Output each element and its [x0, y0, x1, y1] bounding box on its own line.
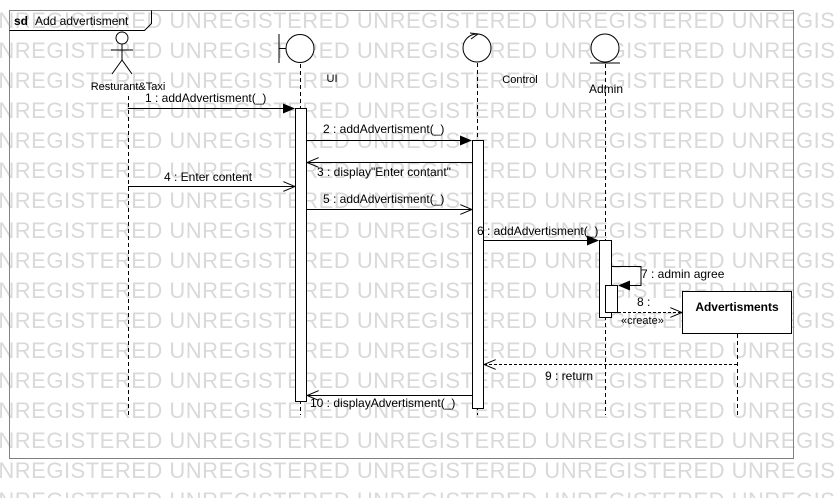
message-9-label: 9 : return [545, 369, 593, 383]
watermark-row: UNREGISTERED UNREGISTERED UNREGISTERED U… [0, 338, 834, 363]
message-3-label: 3 : display"Enter contant" [317, 165, 451, 179]
message-7-label: 7 : admin agree [641, 267, 725, 281]
watermark-row: UNREGISTERED UNREGISTERED UNREGISTERED U… [0, 218, 834, 243]
boundary-icon [278, 34, 315, 63]
message-5-label: 5 : addAdvertisment(_) [323, 192, 444, 206]
lifeline-name-advertisments: Advertisments [695, 300, 779, 314]
message-6-label: 6 : addAdvertisment(_) [477, 224, 598, 238]
activation-control [472, 140, 484, 409]
message-8-stereotype: «create» [621, 315, 664, 327]
entity-icon [590, 33, 620, 64]
watermark-row: UNREGISTERED UNREGISTERED UNREGISTERED U… [0, 458, 834, 483]
watermark-row: UNREGISTERED UNREGISTERED UNREGISTERED U… [0, 188, 834, 213]
message-2-label: 2 : addAdvertisment(_) [323, 122, 444, 136]
object-box-advertisments: Advertisments [682, 291, 792, 334]
sd-frame: sd Add advertisment [9, 10, 794, 459]
watermark-row: UNREGISTERED UNREGISTERED UNREGISTERED U… [0, 308, 834, 333]
activation-ui [295, 108, 307, 402]
actor-icon [111, 31, 133, 75]
message-4-label: 4 : Enter content [164, 170, 253, 184]
watermark-row: UNREGISTERED UNREGISTERED UNREGISTERED U… [0, 38, 834, 63]
message-1-label: 1 : addAdvertisment(_) [145, 91, 266, 105]
watermark-row: UNREGISTERED UNREGISTERED UNREGISTERED U… [0, 158, 834, 183]
lifeline-name-actor: Resturant&Taxi [91, 81, 166, 93]
watermark-row: UNREGISTERED UNREGISTERED UNREGISTERED U… [0, 68, 834, 93]
watermark-row: UNREGISTERED UNREGISTERED UNREGISTERED U… [0, 490, 834, 498]
message-8-label: 8 : [637, 295, 650, 309]
message-7-arrow [612, 266, 642, 291]
watermark-row: UNREGISTERED UNREGISTERED UNREGISTERED U… [0, 8, 834, 33]
lifeline-name-control: Control [502, 74, 537, 86]
watermark-row: UNREGISTERED UNREGISTERED UNREGISTERED U… [0, 428, 834, 453]
activation-admin-nested [605, 285, 618, 313]
watermark-row: UNREGISTERED UNREGISTERED UNREGISTERED U… [0, 368, 834, 393]
lifeline-name-ui: UI [327, 73, 338, 85]
frame-title: Add advertisment [35, 14, 129, 28]
watermark-row: UNREGISTERED UNREGISTERED UNREGISTERED U… [0, 98, 834, 123]
message-10-label: 10 : displayAdvertisment(_) [310, 396, 455, 410]
watermark-row: UNREGISTERED UNREGISTERED UNREGISTERED U… [0, 398, 834, 423]
frame-keyword: sd [14, 14, 28, 28]
control-icon [462, 32, 492, 63]
